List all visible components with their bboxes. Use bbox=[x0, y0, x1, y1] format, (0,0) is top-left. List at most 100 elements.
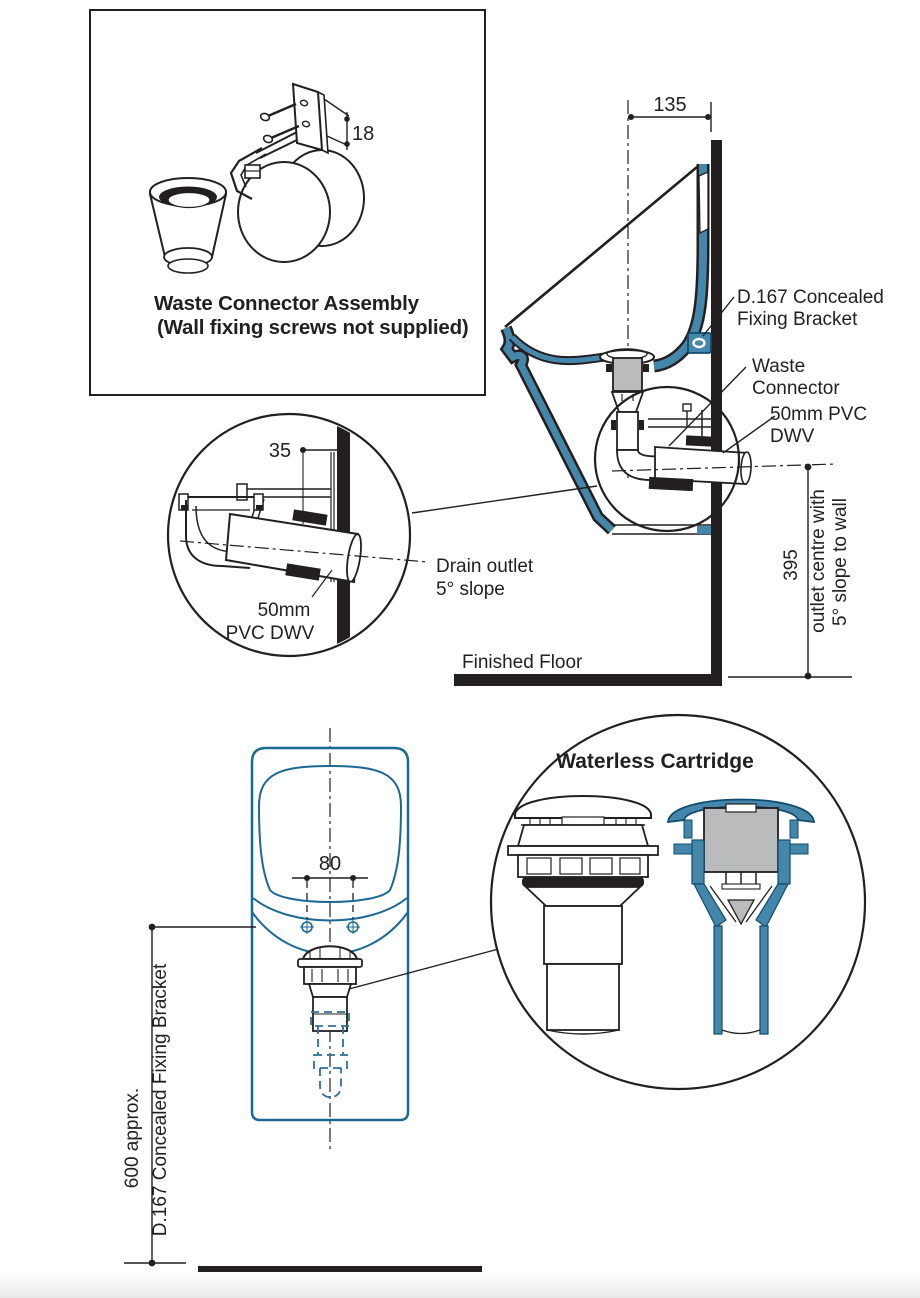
detail-centerline bbox=[179, 540, 429, 563]
plate-hole-top bbox=[299, 99, 309, 107]
dim-80-dot-left bbox=[304, 875, 310, 881]
arm-rod-bottom bbox=[259, 138, 300, 159]
front-view: 80 bbox=[122, 728, 507, 1277]
panel-caption-line1: Waste Connector Assembly bbox=[154, 292, 420, 315]
wall bbox=[711, 140, 722, 686]
bracket-body bbox=[687, 332, 712, 354]
front-drain-assembly bbox=[297, 945, 363, 1099]
dim-135: 135 bbox=[628, 94, 712, 132]
sect-cartridge-body bbox=[703, 807, 779, 873]
pipe-seal-bottom bbox=[648, 476, 694, 492]
section-detail-circle bbox=[593, 385, 741, 533]
cart-flare bbox=[516, 824, 650, 847]
sect-funnel-inner-left bbox=[709, 885, 737, 923]
urinal-profile bbox=[499, 164, 711, 535]
cartridge-leader bbox=[348, 946, 507, 990]
dim-135-dot-left bbox=[628, 114, 634, 120]
pvc-label-line2: DWV bbox=[770, 426, 815, 447]
dim-395-dot-top bbox=[804, 463, 812, 471]
sect-funnel-inner-right bbox=[745, 885, 773, 923]
clamp-strap-inner bbox=[240, 153, 267, 188]
dim-80: 80 bbox=[292, 853, 368, 919]
arm-rod-top bbox=[255, 131, 298, 154]
bracket-label-line1: D.167 Concealed bbox=[737, 287, 884, 308]
concealed-fixing-bracket bbox=[687, 332, 712, 354]
detail-pipe-end bbox=[346, 533, 362, 583]
detail-pvc-label-line1: 50mm bbox=[258, 600, 311, 621]
front-floor bbox=[198, 1266, 482, 1277]
detail-pvc-leader bbox=[311, 569, 333, 598]
bracket-leader bbox=[702, 296, 735, 337]
cartridge-external-view bbox=[507, 795, 659, 1035]
cart-oring bbox=[522, 877, 644, 887]
cart-body-upper bbox=[543, 905, 623, 965]
pipe-end bbox=[740, 451, 752, 485]
dim-18-dot-bottom bbox=[344, 141, 350, 147]
dim-80-value: 80 bbox=[319, 853, 341, 875]
pvc-leader bbox=[722, 415, 776, 454]
waste-connector-isometric-drawing bbox=[148, 82, 365, 274]
cartridge-body-section bbox=[612, 357, 643, 392]
side-view-drain-assembly bbox=[599, 348, 837, 492]
cart-dome bbox=[514, 795, 652, 819]
waterless-cartridge-detail: Waterless Cartridge bbox=[489, 713, 867, 1091]
dim-35-value: 35 bbox=[269, 440, 291, 462]
detail-pipe bbox=[224, 512, 360, 584]
floor bbox=[454, 674, 722, 686]
dim-80-dot-right bbox=[350, 875, 356, 881]
hidden-u-bend bbox=[319, 1068, 342, 1099]
cup-base-skirt bbox=[167, 258, 209, 274]
dim-600-dot-bottom bbox=[148, 1259, 156, 1267]
wall-plate bbox=[291, 82, 324, 152]
cartridge-section-view bbox=[667, 798, 815, 1035]
cart-center-slot bbox=[561, 816, 605, 826]
side-view: 135 Finished Floor bbox=[411, 94, 884, 686]
fixing-hole-right bbox=[346, 920, 360, 934]
sect-hook-right bbox=[789, 819, 799, 839]
detail-link-line bbox=[411, 485, 598, 514]
dim-600-dot-top bbox=[148, 923, 156, 931]
drain-dome bbox=[301, 945, 359, 960]
dim-135-dot-right bbox=[705, 114, 711, 120]
bowl-sheet-section bbox=[510, 335, 606, 364]
sect-thread-left bbox=[691, 839, 705, 885]
sect-hook-left bbox=[683, 819, 693, 839]
sect-cartridge-cap bbox=[725, 803, 757, 813]
front-bracket-label: D.167 Concealed Fixing Bracket bbox=[150, 963, 171, 1236]
waste-connector-label-line2: Connector bbox=[752, 378, 840, 399]
trough-seal-right bbox=[256, 505, 263, 510]
detail-pvc-label-line2: PVC DWV bbox=[226, 623, 315, 644]
flange-clip-left bbox=[606, 364, 612, 372]
dim-395: 395 outlet centre with 5° slope to wall bbox=[728, 463, 852, 680]
hidden-step bbox=[313, 1054, 348, 1069]
detail-seal-bottom bbox=[285, 563, 321, 581]
bracket-slot bbox=[692, 337, 706, 349]
profile-top-edge bbox=[504, 166, 698, 328]
drain-outlet-label-line2: 5° slope bbox=[436, 579, 505, 600]
dim-600-value: 600 approx. bbox=[122, 1088, 143, 1188]
waste-connector-assembly-panel: 18 Waste Connector Assembly (Wall fixing… bbox=[89, 9, 486, 396]
sect-leg-base bbox=[721, 883, 761, 890]
drain-neck bbox=[307, 983, 353, 998]
page-bottom-fade bbox=[0, 1272, 920, 1298]
finished-floor-label: Finished Floor bbox=[462, 652, 583, 673]
sect-tube-bottom bbox=[721, 1029, 761, 1035]
front-edge-section bbox=[502, 326, 615, 533]
front-outline bbox=[250, 746, 410, 1122]
cup-inner-opening bbox=[167, 191, 211, 209]
dim-18-value: 18 bbox=[352, 123, 374, 145]
front-bowl-lip bbox=[252, 897, 408, 922]
outlet-note-line2: 5° slope to wall bbox=[830, 498, 851, 626]
cart-collar-slot2 bbox=[559, 857, 583, 875]
cart-collar-slot3 bbox=[589, 857, 613, 875]
sect-spigot bbox=[726, 899, 756, 926]
dim-135-value: 135 bbox=[653, 94, 686, 116]
detail-screw bbox=[236, 483, 248, 501]
dim-18-dot-top bbox=[344, 116, 350, 122]
dim-600: 600 approx. D.167 Concealed Fixing Brack… bbox=[122, 923, 256, 1267]
hanger-hole bbox=[698, 170, 709, 235]
bracket-label-line2: Fixing Bracket bbox=[737, 309, 858, 330]
drain-flange-front bbox=[297, 958, 363, 968]
cart-body-lower bbox=[546, 963, 620, 1031]
fixing-hole-left bbox=[300, 920, 314, 934]
